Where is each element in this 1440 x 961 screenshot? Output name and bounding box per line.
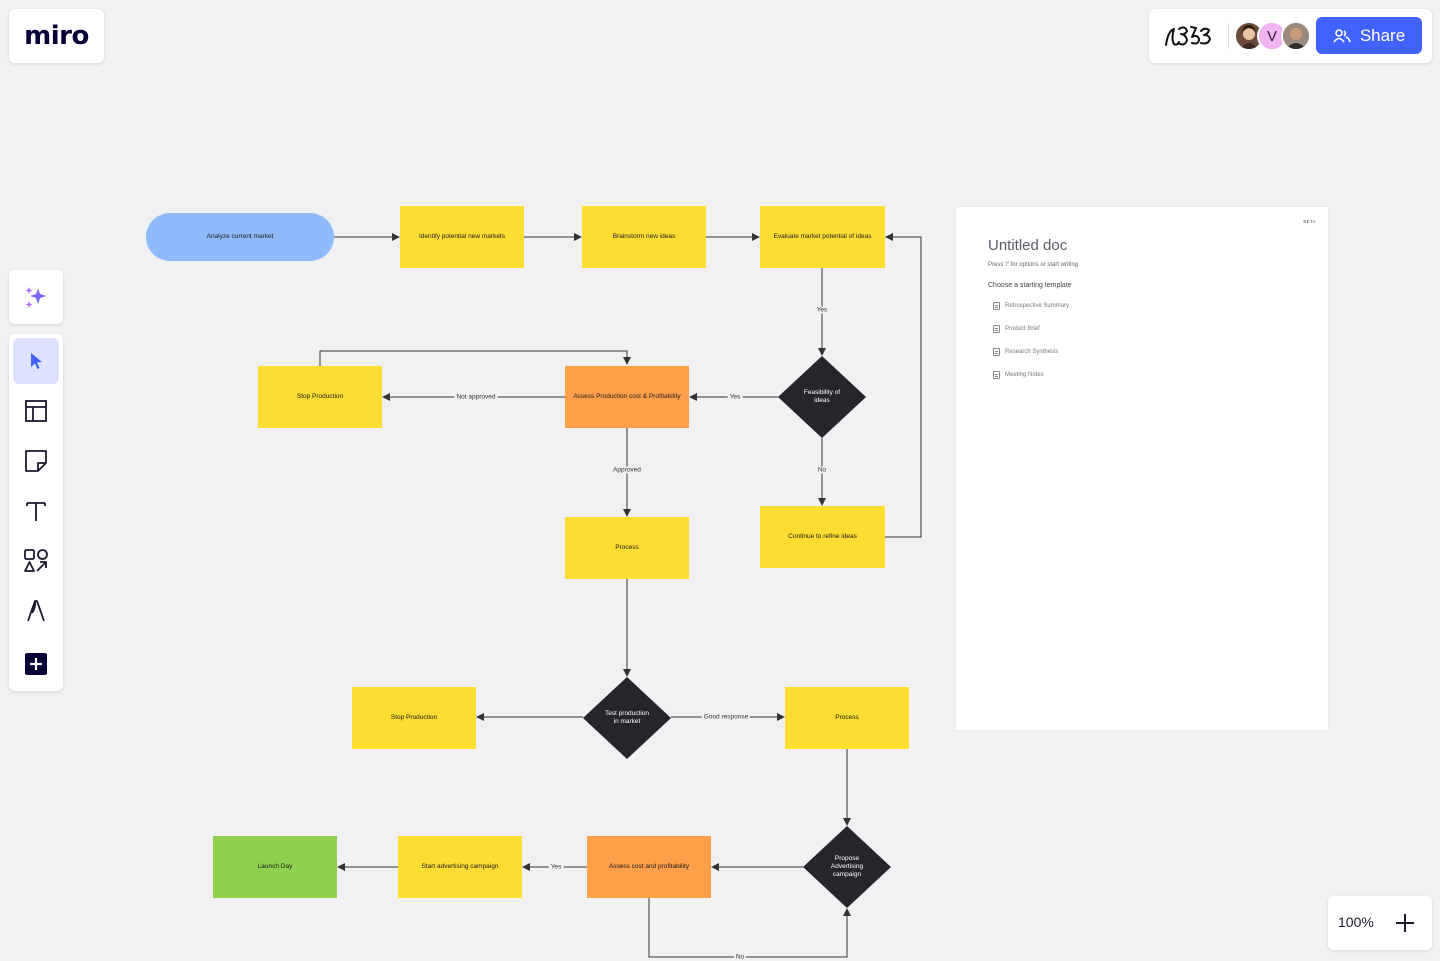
node-stop-production[interactable]: Stop Production bbox=[258, 366, 382, 428]
decision-label: Feasibility of ideas bbox=[803, 389, 841, 404]
template-label: Research Synthesis bbox=[1005, 349, 1059, 355]
edge-label-no: No bbox=[733, 953, 747, 961]
logo-text: miro bbox=[24, 21, 89, 51]
edge-label-not-approved: Not approved bbox=[454, 393, 498, 401]
edge-label-yes: Yes bbox=[814, 306, 830, 314]
divider bbox=[1228, 23, 1229, 49]
template-label: Product Brief bbox=[1005, 326, 1040, 332]
template-label: Retrospective Summary bbox=[1005, 303, 1070, 309]
document-icon bbox=[993, 325, 1000, 333]
shapes-icon bbox=[24, 549, 48, 572]
more-tools-button[interactable] bbox=[13, 641, 59, 687]
document-icon bbox=[993, 371, 1000, 379]
tool-panel bbox=[9, 334, 63, 691]
cursor-icon bbox=[31, 353, 42, 369]
zoom-level[interactable]: 100% bbox=[1338, 914, 1374, 930]
miro-logo[interactable]: miro bbox=[9, 9, 104, 63]
ai-assist-button[interactable] bbox=[9, 270, 63, 324]
users-icon bbox=[1333, 28, 1351, 42]
sticky-note-icon bbox=[25, 450, 47, 472]
node-analyze-market[interactable]: Analyze current market bbox=[146, 213, 334, 261]
node-stop-production-2[interactable]: Stop Production bbox=[352, 687, 476, 749]
text-icon bbox=[26, 502, 46, 521]
sticky-note-tool[interactable] bbox=[13, 438, 59, 484]
layout-icon bbox=[25, 400, 47, 422]
text-tool[interactable] bbox=[13, 488, 59, 534]
shapes-tool[interactable] bbox=[13, 538, 59, 584]
node-process-2[interactable]: Process bbox=[785, 687, 909, 749]
node-brainstorm[interactable]: Brainstorm new ideas bbox=[582, 206, 706, 268]
edge-label-no: No bbox=[815, 466, 829, 474]
avatar-initial: V bbox=[1266, 27, 1277, 45]
edge-label-yes: Yes bbox=[548, 863, 564, 871]
template-label: Meeting Notes bbox=[1005, 372, 1044, 378]
template-item[interactable]: Product Brief bbox=[993, 325, 1040, 333]
doc-hint: Press '/' for options or start writing bbox=[988, 262, 1078, 268]
node-identify-markets[interactable]: Identify potential new markets bbox=[400, 206, 524, 268]
edge-n7-n6-top[interactable] bbox=[319, 350, 631, 366]
pen-icon bbox=[27, 600, 45, 622]
templates-tool[interactable] bbox=[13, 388, 59, 434]
document-icon bbox=[993, 302, 1000, 310]
node-evaluate-potential[interactable]: Evaluate market potential of ideas bbox=[760, 206, 885, 268]
template-item[interactable]: Retrospective Summary bbox=[993, 302, 1069, 310]
template-item[interactable]: Research Synthesis bbox=[993, 348, 1058, 356]
edge-n14-n13-bottom[interactable] bbox=[648, 898, 851, 958]
select-tool[interactable] bbox=[13, 338, 59, 384]
beta-badge: BETA bbox=[1303, 219, 1316, 224]
edge-label-approved: Approved bbox=[611, 466, 643, 474]
doc-title[interactable]: Untitled doc bbox=[988, 237, 1068, 254]
edge-label-good-response: Good response bbox=[701, 713, 751, 721]
template-heading: Choose a starting template bbox=[988, 282, 1072, 289]
document-icon bbox=[993, 348, 1000, 356]
doc-panel[interactable]: BETA Untitled doc Press '/' for options … bbox=[956, 207, 1328, 730]
decision-label: Test production in market bbox=[604, 710, 650, 725]
pen-tool[interactable] bbox=[13, 588, 59, 634]
zoom-panel: 100% bbox=[1328, 896, 1432, 950]
node-test-market-decision[interactable]: Test production in market bbox=[583, 677, 671, 759]
collaborator-avatar[interactable] bbox=[1281, 21, 1311, 51]
node-launch-day[interactable]: Launch Day bbox=[213, 836, 337, 898]
share-button[interactable]: Share bbox=[1316, 17, 1422, 54]
node-feasibility-decision[interactable]: Feasibility of ideas bbox=[778, 356, 866, 438]
node-process[interactable]: Process bbox=[565, 517, 689, 579]
edge-n8-n4[interactable] bbox=[885, 233, 922, 538]
template-item[interactable]: Meeting Notes bbox=[993, 371, 1044, 379]
node-advertising-decision[interactable]: Propose Advertising campaign bbox=[803, 826, 891, 908]
node-assess-cost[interactable]: Assess cost and profitability bbox=[587, 836, 711, 898]
sparkle-icon bbox=[25, 287, 46, 308]
decision-label: Propose Advertising campaign bbox=[830, 855, 864, 878]
node-assess-production[interactable]: Assess Production cost & Profitability bbox=[565, 366, 689, 428]
edge-label-yes: Yes bbox=[727, 393, 743, 401]
zoom-in-icon[interactable] bbox=[1392, 910, 1418, 936]
board-logo-icon[interactable] bbox=[1163, 21, 1215, 51]
plus-square-icon bbox=[25, 653, 47, 675]
node-refine-ideas[interactable]: Continue to refine ideas bbox=[760, 506, 885, 568]
share-label: Share bbox=[1359, 25, 1406, 45]
top-right-panel: V Share bbox=[1149, 9, 1432, 63]
node-start-advertising[interactable]: Start advertising campaign bbox=[398, 836, 522, 898]
